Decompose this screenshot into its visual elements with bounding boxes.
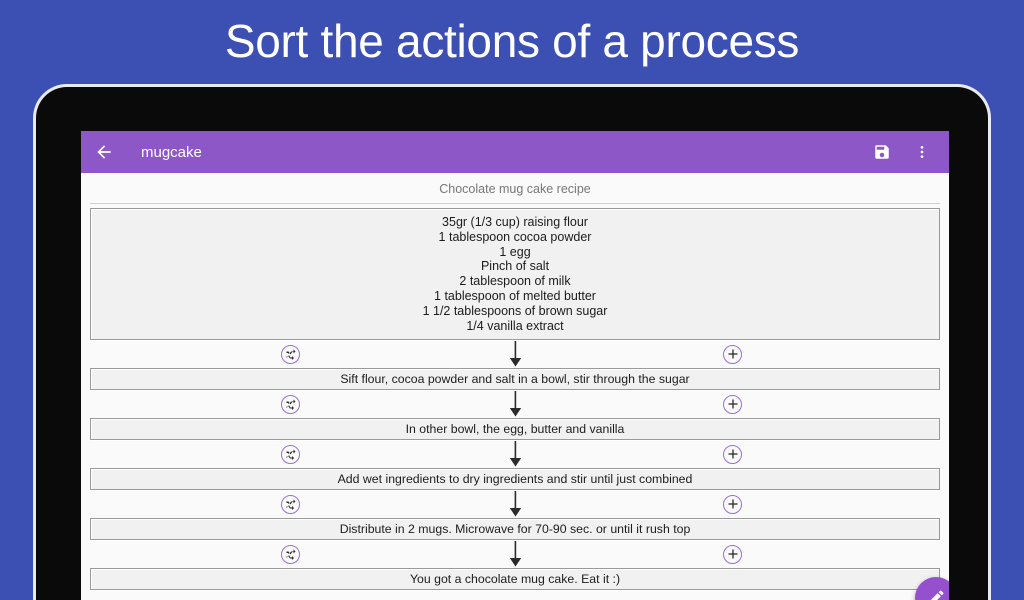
shuffle-icon (286, 499, 295, 511)
ingredient-line: Pinch of salt (480, 259, 550, 274)
flow-arrow (508, 491, 522, 517)
tablet-device-frame: mugcake Chocolate mug cake rec (33, 84, 991, 600)
connector-row (89, 340, 941, 368)
plus-icon (728, 549, 737, 559)
flow-arrow (508, 391, 522, 417)
edit-fab-button[interactable] (915, 577, 949, 600)
recipe-title: Chocolate mug cake recipe (90, 173, 940, 204)
add-step-button[interactable] (723, 394, 742, 414)
step-row[interactable]: In other bowl, the egg, butter and vanil… (90, 418, 940, 441)
step-text: In other bowl, the egg, butter and vanil… (405, 422, 625, 437)
plus-icon (728, 399, 737, 409)
ingredient-line: 35gr (1/3 cup) raising flour (442, 215, 588, 229)
overflow-menu-button[interactable] (909, 139, 935, 165)
ingredient-line: 1 1/2 tablespoons of brown sugar (422, 303, 608, 318)
step-row[interactable]: Add wet ingredients to dry ingredients a… (90, 468, 940, 491)
shuffle-icon (286, 549, 295, 561)
shuffle-button[interactable] (281, 494, 300, 514)
connector-row (89, 490, 941, 518)
ingredient-line: 1 egg (499, 244, 531, 259)
step-text: Distribute in 2 mugs. Microwave for 70-9… (339, 522, 691, 537)
flow-arrow (508, 341, 522, 367)
step-row[interactable]: You got a chocolate mug cake. Eat it :) (90, 568, 940, 591)
arrow-down-icon (509, 541, 521, 567)
shuffle-button[interactable] (281, 444, 300, 464)
edit-pencil-icon (930, 590, 944, 600)
shuffle-icon (286, 449, 295, 461)
connector-row (89, 390, 941, 418)
process-editor-content: Chocolate mug cake recipe 35gr (1/3 cup)… (81, 173, 949, 600)
connector-row (89, 440, 941, 468)
step-row[interactable]: Distribute in 2 mugs. Microwave for 70-9… (90, 518, 940, 541)
arrow-down-icon (509, 341, 521, 367)
step-text: Sift flour, cocoa powder and salt in a b… (340, 372, 690, 387)
add-step-button[interactable] (723, 444, 742, 464)
save-icon (875, 145, 889, 159)
ingredient-line: 1/4 vanilla extract (466, 318, 564, 333)
arrow-down-icon (509, 441, 521, 467)
shuffle-button[interactable] (281, 394, 300, 414)
page-title: Sort the actions of a process (224, 15, 800, 67)
step-text: Add wet ingredients to dry ingredients a… (337, 472, 693, 487)
app-bar: mugcake (81, 131, 949, 173)
flow-arrow (508, 441, 522, 467)
arrow-down-icon (509, 391, 521, 417)
add-step-button[interactable] (723, 344, 742, 364)
ingredient-line: 1 tablespoon cocoa powder (438, 229, 592, 244)
ingredients-block[interactable]: 35gr (1/3 cup) raising flour 1 tablespoo… (90, 208, 940, 341)
ingredient-line: 1 tablespoon of melted butter (434, 288, 596, 303)
overflow-menu-icon (920, 146, 924, 158)
app-bar-title: mugcake (141, 143, 202, 161)
step-text: You got a chocolate mug cake. Eat it :) (409, 572, 621, 587)
shuffle-icon (286, 349, 295, 361)
add-step-button[interactable] (723, 544, 742, 564)
plus-icon (728, 499, 737, 509)
add-step-button[interactable] (723, 494, 742, 514)
arrow-down-icon (509, 491, 521, 517)
save-button[interactable] (869, 139, 895, 165)
app-screen: mugcake Chocolate mug cake rec (81, 131, 949, 600)
flow-arrow (508, 541, 522, 567)
arrow-left-icon (97, 145, 111, 159)
step-row[interactable]: Sift flour, cocoa powder and salt in a b… (90, 368, 940, 391)
app-bar-actions (869, 139, 935, 165)
back-button[interactable] (91, 139, 117, 165)
plus-icon (728, 349, 737, 359)
shuffle-icon (286, 399, 295, 411)
connector-row (89, 540, 941, 568)
shuffle-button[interactable] (281, 544, 300, 564)
ingredient-line: 2 tablespoon of milk (459, 274, 571, 289)
shuffle-button[interactable] (281, 344, 300, 364)
plus-icon (728, 449, 737, 459)
